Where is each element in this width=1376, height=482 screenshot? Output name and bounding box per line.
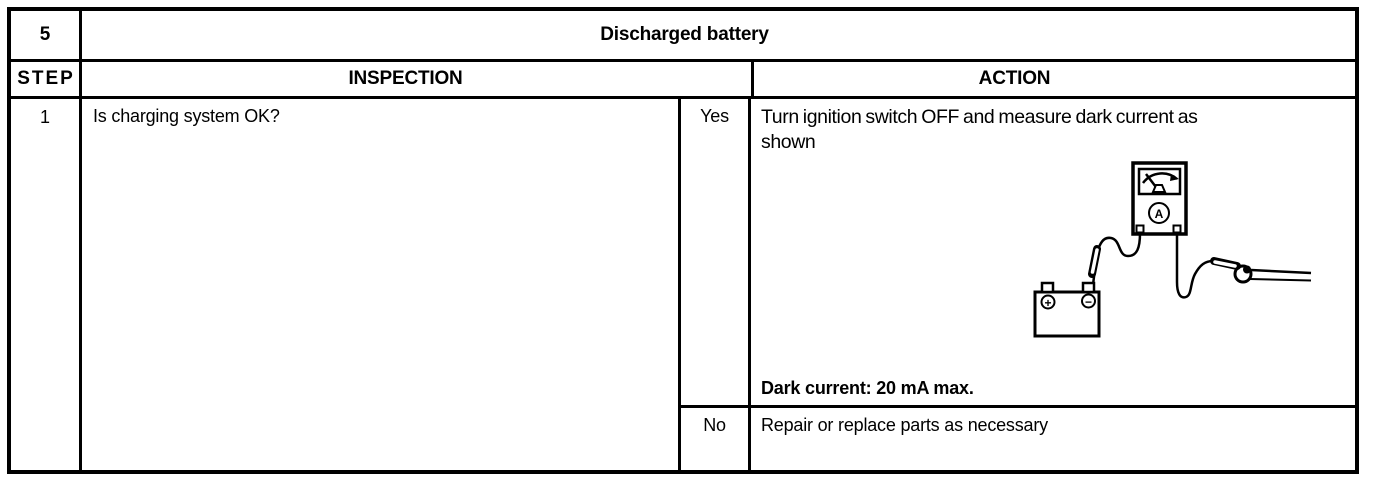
step-number-cell: 1 <box>11 99 82 470</box>
cable-ring-terminal <box>1233 264 1253 284</box>
action-text-line: shown <box>761 131 816 153</box>
test-lead-negative <box>1088 232 1142 286</box>
table-number-cell: 5 <box>11 11 82 59</box>
battery-negative-label: − <box>1085 295 1092 309</box>
cable-wire-1 <box>1250 268 1312 275</box>
table-title-cell: Discharged battery <box>82 11 1355 59</box>
step-number: 1 <box>39 107 50 127</box>
battery-negative-marker <box>1081 293 1096 309</box>
meter-terminal-left <box>1135 224 1145 234</box>
inspection-question: Is charging system OK? <box>93 106 280 126</box>
dark-current-note: Dark current: 20 mA max. <box>761 378 974 398</box>
battery-post-negative <box>1081 281 1096 294</box>
action-no-text: Repair or replace parts as necessary <box>761 415 1048 435</box>
meter-terminal-right <box>1172 224 1182 234</box>
header-inspection: INSPECTION <box>82 62 754 96</box>
answer-no-cell: No <box>681 408 751 470</box>
answer-yes-cell: Yes <box>681 99 751 405</box>
header-step: STEP <box>11 62 82 96</box>
meter-scale-end <box>1170 174 1179 181</box>
answer-yes: Yes <box>700 106 729 126</box>
test-lead-cable <box>1175 233 1312 299</box>
table-title-row: 5 Discharged battery <box>11 11 1355 62</box>
branch-no: No Repair or replace parts as necessary <box>681 408 1355 470</box>
ammeter: A <box>1131 161 1188 236</box>
ampere-symbol-circle <box>1148 202 1170 224</box>
action-branches: Yes Turn ignition switch OFF and measure… <box>681 99 1355 470</box>
battery-positive-marker <box>1040 294 1056 310</box>
header-action: ACTION <box>978 68 1051 89</box>
answer-no: No <box>703 415 726 435</box>
branch-yes: Yes Turn ignition switch OFF and measure… <box>681 99 1355 408</box>
ampere-label: A <box>1155 207 1164 221</box>
lead-wire-right <box>1175 233 1214 299</box>
inspection-cell: Is charging system OK? <box>82 99 681 470</box>
cable-wire-2 <box>1249 278 1312 282</box>
column-header-row: STEP INSPECTION ACTION <box>11 62 1355 99</box>
action-yes-cell: Turn ignition switch OFF and measure dar… <box>751 99 1355 405</box>
troubleshooting-table: 5 Discharged battery STEP INSPECTION ACT… <box>7 7 1359 474</box>
action-text-line: Turn ignition switch OFF and measure dar… <box>761 106 1198 128</box>
table-number: 5 <box>39 24 51 45</box>
dark-current-measurement-diagram: A <box>1033 161 1312 338</box>
battery-body <box>1033 290 1101 338</box>
lead-wire-left <box>1091 232 1142 286</box>
action-no-cell: Repair or replace parts as necessary <box>751 408 1355 470</box>
battery: + − <box>1033 281 1101 338</box>
battery-positive-label: + <box>1044 296 1051 310</box>
battery-post-positive <box>1040 281 1055 294</box>
table-body-row: 1 Is charging system OK? Yes Turn igniti… <box>11 99 1355 470</box>
table-title: Discharged battery <box>600 24 769 45</box>
meter-needle-base <box>1151 184 1167 193</box>
